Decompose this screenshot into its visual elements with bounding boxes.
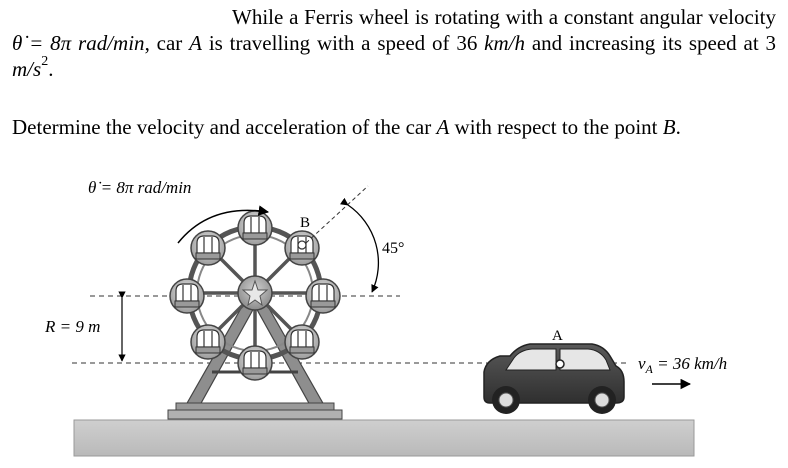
radius-45deg-dashed-line (305, 185, 369, 244)
gondolas (169, 210, 341, 381)
ground (73, 419, 695, 457)
problem-question: Determine the velocity and acceleration … (12, 114, 776, 140)
statement-car-label: A (189, 31, 202, 55)
statement-part-4: and increasing its speed at 3 (525, 31, 776, 55)
statement-end: . (48, 57, 54, 81)
star-icon (241, 279, 269, 307)
car-a-label: A (552, 328, 563, 344)
velocity-symbol: v (638, 354, 646, 373)
ferris-wheel-figure: θ̇ = 8π rad/min 45° B R = 9 m A vA = 36 … (44, 178, 727, 457)
velocity-subscript: A (645, 362, 654, 376)
gondola-b (284, 230, 320, 266)
problem-statement: While a Ferris wheel is rotating with a … (12, 4, 776, 82)
speed-unit: km/h (484, 31, 525, 55)
point-b-label: B (300, 215, 310, 231)
question-part-2: with respect to the point (449, 115, 663, 139)
angle-label: 45° (382, 240, 404, 257)
theta-dot-value: = 8π rad/min (22, 31, 145, 55)
statement-part-3: is travelling with a speed of 36 (201, 31, 485, 55)
velocity-value: = 36 km/h (653, 354, 727, 373)
wheel-hub (237, 275, 273, 311)
statement-part-1: While a Ferris wheel is rotating with a … (232, 5, 776, 29)
question-point-label: B (662, 115, 676, 139)
accel-unit: m/s (12, 57, 42, 81)
question-end: . (675, 115, 681, 139)
rotation-arrow (177, 205, 270, 244)
omega-label: θ̇ = 8π rad/min (88, 178, 191, 197)
question-car-label: A (436, 115, 450, 139)
angle-arc (340, 197, 380, 293)
theta-dot-symbol: θ̇ (12, 31, 23, 55)
question-part-1: Determine the velocity and acceleration … (12, 115, 437, 139)
statement-part-2: , car (144, 31, 190, 55)
radius-label: R = 9 m (44, 317, 100, 336)
car-a (483, 343, 625, 414)
accel-exponent: 2 (41, 54, 49, 69)
velocity-label: vA = 36 km/h (638, 354, 727, 376)
